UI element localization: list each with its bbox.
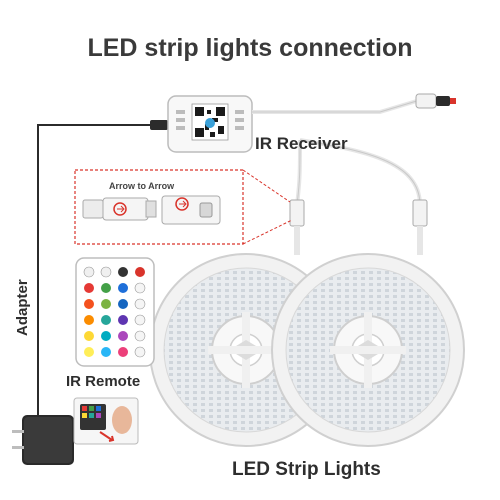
page-title: LED strip lights connection xyxy=(87,34,413,62)
adapter-label: Adapter xyxy=(14,279,31,336)
connector-callout xyxy=(74,169,293,245)
strip-connectors xyxy=(289,199,428,255)
ir-remote-label: IR Remote xyxy=(66,373,141,390)
dc-plug xyxy=(415,93,456,109)
remote-battery-inset xyxy=(73,397,139,445)
power-adapter xyxy=(12,415,74,465)
ir-receiver-label: IR Receiver xyxy=(255,134,348,153)
led-strip-lights-label: LED Strip Lights xyxy=(232,459,381,480)
ir-receiver xyxy=(167,95,253,153)
led-reel-right xyxy=(271,253,465,447)
ir-remote xyxy=(75,257,155,367)
connector-hint-label: Arrow to Arrow xyxy=(109,181,175,191)
